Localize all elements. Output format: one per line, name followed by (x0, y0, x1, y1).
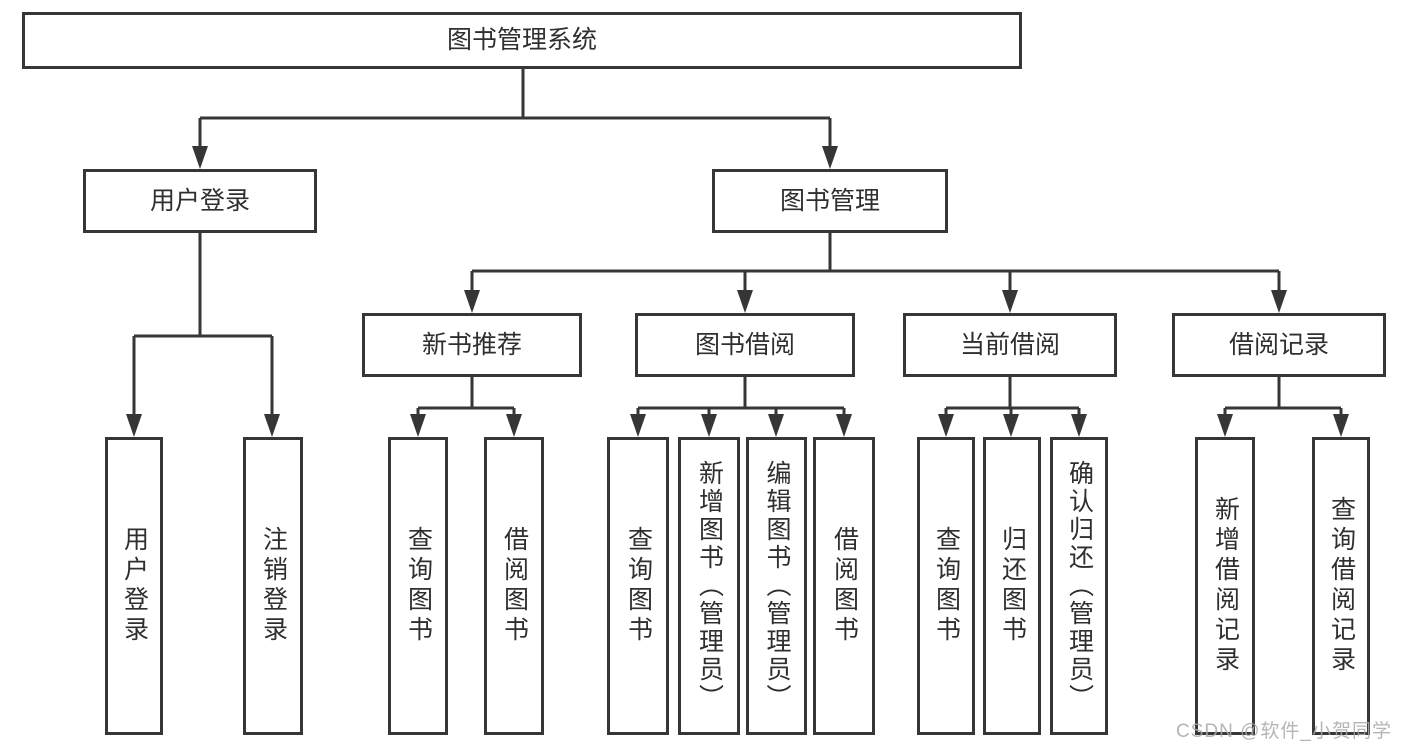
leaf-query-book-current: 查询图书 (917, 437, 975, 735)
arrowhead-newbook (464, 290, 480, 313)
arrowhead-bb-add (701, 414, 717, 437)
leaf-logout-login: 注销登录 (243, 437, 303, 735)
arrowhead-user-login (192, 146, 208, 169)
leaf-query-book-borrowing: 查询图书 (607, 437, 669, 735)
leaf-borrow-book: 借阅图书 (813, 437, 875, 735)
node-book-borrowing: 图书借阅 (635, 313, 855, 377)
arrowhead-book-mgmt (822, 146, 838, 169)
node-new-book-recommend: 新书推荐 (362, 313, 582, 377)
arrowhead-leaf-logout (264, 414, 280, 437)
arrowhead-bb-borrow (836, 414, 852, 437)
node-borrowing-records: 借阅记录 (1172, 313, 1386, 377)
leaf-query-borrow-record: 查询借阅记录 (1312, 437, 1370, 735)
arrowhead-br-add (1217, 414, 1233, 437)
leaf-confirm-return-admin: 确认归还（管理员） (1050, 437, 1108, 735)
arrowhead-leaf-login (126, 414, 142, 437)
leaf-add-borrow-record: 新增借阅记录 (1195, 437, 1255, 735)
node-book-management: 图书管理 (712, 169, 948, 233)
leaf-borrow-book-recommend: 借阅图书 (484, 437, 544, 735)
node-current-borrowing: 当前借阅 (903, 313, 1117, 377)
leaf-query-book-recommend: 查询图书 (388, 437, 448, 735)
node-root-system: 图书管理系统 (22, 12, 1022, 69)
arrowhead-bb-edit (768, 414, 784, 437)
leaf-return-book: 归还图书 (983, 437, 1041, 735)
node-user-login: 用户登录 (83, 169, 317, 233)
arrowhead-bb-query (630, 414, 646, 437)
arrowhead-br-query (1333, 414, 1349, 437)
arrowhead-bookborrow (737, 290, 753, 313)
arrowhead-cb-confirm (1071, 414, 1087, 437)
arrowhead-cb-return (1003, 414, 1019, 437)
arrowhead-nb-query (410, 414, 426, 437)
leaf-edit-book-admin: 编辑图书（管理员） (746, 437, 807, 735)
csdn-watermark: CSDN @软件_小贺同学 (1176, 721, 1392, 742)
arrowhead-borrowrecord (1271, 290, 1287, 313)
arrowhead-nb-borrow (506, 414, 522, 437)
leaf-user-login: 用户登录 (105, 437, 163, 735)
leaf-add-book-admin: 新增图书（管理员） (678, 437, 740, 735)
arrowhead-cb-query (938, 414, 954, 437)
arrowhead-currentborrow (1002, 290, 1018, 313)
